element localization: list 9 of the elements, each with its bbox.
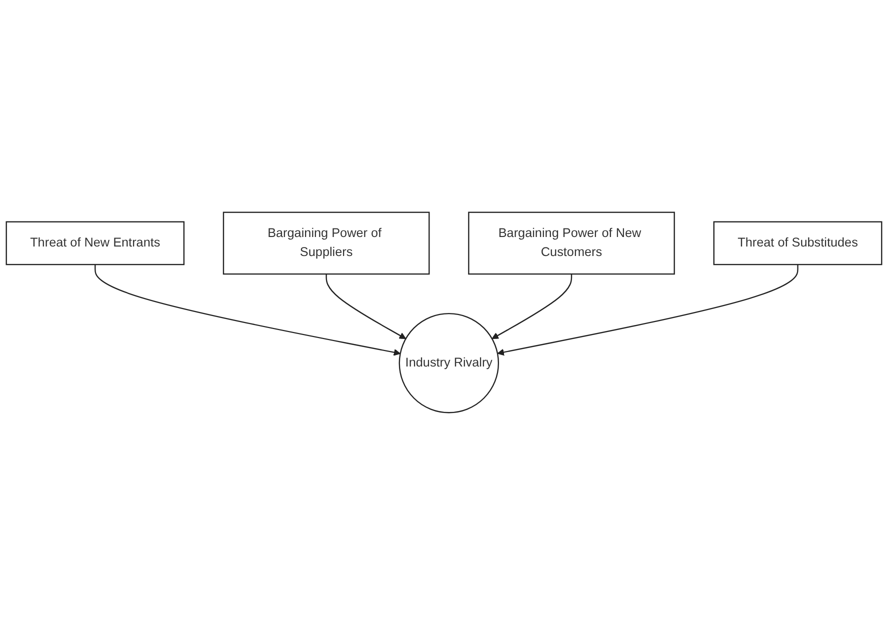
node-box: Bargaining Power of New Customers <box>468 212 675 275</box>
arrow <box>492 274 572 340</box>
node-box: Threat of Substitudes <box>713 221 882 266</box>
node-box: Threat of New Entrants <box>6 221 185 266</box>
arrow <box>94 264 401 356</box>
arrow <box>497 264 798 356</box>
arrow <box>326 274 406 340</box>
node-circle: Industry Rivalry <box>398 313 500 414</box>
node-box: Bargaining Power of Suppliers <box>222 212 430 275</box>
